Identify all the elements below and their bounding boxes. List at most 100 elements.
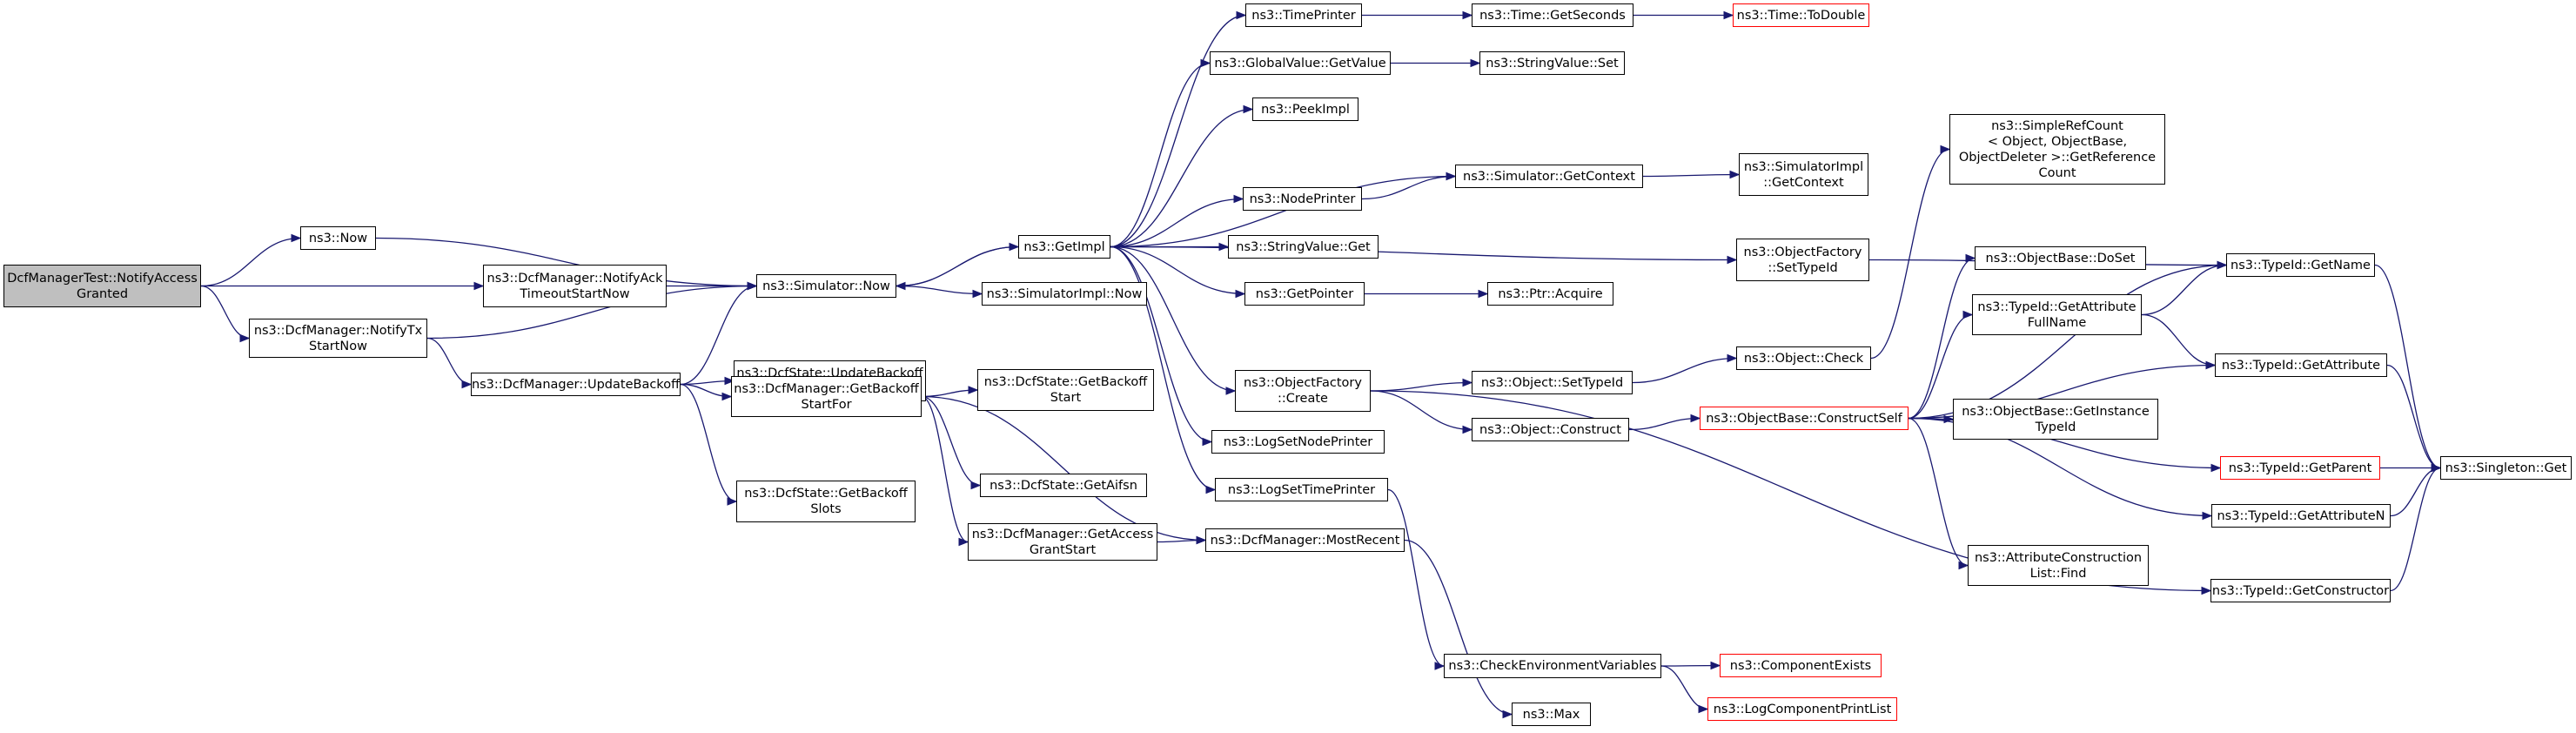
node-logsetnodeprinter[interactable]: ns3::LogSetNodePrinter bbox=[1211, 430, 1385, 454]
edge-typeidgetattributen-to-singletonget bbox=[2390, 467, 2441, 517]
node-getbackoffstart[interactable]: ns3::DcfState::GetBackoff Start bbox=[977, 369, 1154, 411]
node-objcheck[interactable]: ns3::Object::Check bbox=[1736, 346, 1871, 370]
node-stringvalueset[interactable]: ns3::StringValue::Set bbox=[1479, 51, 1625, 75]
arrowhead-simnow-to-simimplnow bbox=[972, 289, 983, 299]
arrowhead-getimpl-to-logsettimeprinter bbox=[1205, 485, 1217, 494]
edge-mostrecent-to-max bbox=[1404, 539, 1513, 716]
node-typeidgetattributen[interactable]: ns3::TypeId::GetAttributeN bbox=[2211, 504, 2391, 528]
node-objbasedoset[interactable]: ns3::ObjectBase::DoSet bbox=[1975, 246, 2146, 270]
arrowhead-getimpl-to-peekimpl bbox=[1243, 104, 1254, 114]
arrowhead-updatebackoff-to-getbackoffstartfor bbox=[721, 392, 733, 401]
node-mostrecent[interactable]: ns3::DcfManager::MostRecent bbox=[1205, 528, 1405, 552]
node-updatebackoff[interactable]: ns3::DcfManager::UpdateBackoff bbox=[471, 373, 681, 396]
node-getbackoffslots[interactable]: ns3::DcfState::GetBackoff Slots bbox=[736, 481, 916, 522]
node-getpointer[interactable]: ns3::GetPointer bbox=[1244, 282, 1365, 306]
edge-objsettypeid-to-objcheck bbox=[1632, 357, 1737, 384]
arrowhead-getimpl-to-logsetnodeprinter bbox=[1202, 437, 1213, 447]
arrowhead-getimpl-to-nodeprinter bbox=[1233, 194, 1244, 204]
arrowhead-constructself-to-objbasedoset bbox=[1965, 253, 1976, 263]
edge-typeidgetattribute-to-singletonget bbox=[2386, 364, 2441, 469]
edge-getbackoffstartfor-to-getaifsn bbox=[921, 395, 981, 487]
edge-getimpl-to-peekimpl bbox=[1110, 108, 1253, 248]
arrowhead-typeidgetconstructor-to-singletonget bbox=[2431, 463, 2442, 473]
node-objfactorysettypeid[interactable]: ns3::ObjectFactory ::SetTypeId bbox=[1736, 239, 1869, 281]
node-max[interactable]: ns3::Max bbox=[1512, 703, 1591, 726]
node-objconstruct[interactable]: ns3::Object::Construct bbox=[1472, 418, 1629, 441]
node-typeidgetconstructor[interactable]: ns3::TypeId::GetConstructor bbox=[2210, 579, 2391, 602]
node-componentexists[interactable]: ns3::ComponentExists bbox=[1720, 654, 1882, 677]
edge-getimpl-to-objfactorycreate bbox=[1110, 245, 1236, 392]
node-notifyack[interactable]: ns3::DcfManager::NotifyAck TimeoutStartN… bbox=[483, 265, 667, 307]
arrowhead-nodeprinter-to-simgetcontext bbox=[1446, 171, 1457, 181]
edge-constructself-to-objbasedoset bbox=[1908, 257, 1976, 420]
arrowhead-objfactorycreate-to-typeidgetconstructor bbox=[2201, 586, 2212, 595]
node-simimplnow[interactable]: ns3::SimulatorImpl::Now bbox=[982, 282, 1147, 306]
arrowhead-simgetcontext-to-simimplgetcontext bbox=[1729, 170, 1741, 179]
node-objsettypeid[interactable]: ns3::Object::SetTypeId bbox=[1472, 371, 1633, 394]
node-singletonget[interactable]: ns3::Singleton::Get bbox=[2440, 456, 2572, 480]
arrowhead-constructself-to-attrconstructfind bbox=[1958, 561, 1969, 570]
arrowhead-getimpl-to-objfactorysettypeid bbox=[1727, 255, 1738, 265]
node-objfactorycreate[interactable]: ns3::ObjectFactory ::Create bbox=[1235, 370, 1371, 412]
arrowhead-root-to-notifyack bbox=[473, 281, 485, 291]
edge-now-to-simnow bbox=[375, 237, 757, 287]
edge-updatebackoff-to-getbackoffslots bbox=[680, 383, 737, 502]
edge-root-to-notifytx bbox=[200, 285, 250, 340]
edge-nodeprinter-to-simgetcontext bbox=[1361, 175, 1456, 200]
node-timeprinter[interactable]: ns3::TimePrinter bbox=[1245, 3, 1362, 27]
node-root: DcfManagerTest::NotifyAccess Granted bbox=[3, 265, 201, 307]
arrowhead-getimpl-to-timeprinter bbox=[1236, 10, 1247, 20]
node-getinstancetypeid[interactable]: ns3::ObjectBase::GetInstance TypeId bbox=[1953, 399, 2158, 440]
node-timegetseconds[interactable]: ns3::Time::GetSeconds bbox=[1472, 3, 1633, 27]
node-nodeprinter[interactable]: ns3::NodePrinter bbox=[1243, 187, 1362, 211]
node-simgetcontext[interactable]: ns3::Simulator::GetContext bbox=[1455, 165, 1643, 188]
edge-simgetcontext-to-simimplgetcontext bbox=[1642, 173, 1740, 178]
arrowhead-logsettimeprinter-to-checkenv bbox=[1434, 662, 1446, 670]
node-now[interactable]: ns3::Now bbox=[300, 226, 376, 250]
node-globalvalue[interactable]: ns3::GlobalValue::GetValue bbox=[1210, 51, 1391, 75]
arrowhead-objcheck-to-simplerefcount bbox=[1940, 145, 1951, 154]
node-checkenv[interactable]: ns3::CheckEnvironmentVariables bbox=[1444, 654, 1661, 678]
edge-updatebackoff-to-simnow bbox=[680, 285, 757, 386]
node-timetodouble[interactable]: ns3::Time::ToDouble bbox=[1733, 3, 1869, 27]
arrowhead-timegetseconds-to-timetodouble bbox=[1723, 10, 1734, 20]
node-stringvalueget[interactable]: ns3::StringValue::Get bbox=[1228, 235, 1379, 259]
arrowhead-getattributefullname-to-typeidgetname bbox=[2217, 260, 2228, 270]
arrowhead-updatebackoff-to-getbackoffslots bbox=[727, 497, 738, 506]
node-attrconstructfind[interactable]: ns3::AttributeConstruction List::Find bbox=[1968, 545, 2149, 586]
edge-root-to-now bbox=[200, 237, 301, 287]
arrowhead-checkenv-to-componentexists bbox=[1710, 661, 1721, 670]
node-getattributefullname[interactable]: ns3::TypeId::GetAttribute FullName bbox=[1972, 294, 2142, 335]
node-simnow[interactable]: ns3::Simulator::Now bbox=[756, 274, 896, 298]
node-constructself[interactable]: ns3::ObjectBase::ConstructSelf bbox=[1700, 407, 1909, 430]
arrowhead-constructself-to-typeidgetparent bbox=[2210, 463, 2222, 473]
node-logsettimeprinter[interactable]: ns3::LogSetTimePrinter bbox=[1215, 478, 1388, 501]
arrowhead-objsettypeid-to-objcheck bbox=[1727, 353, 1738, 363]
node-logcomponentprintlist[interactable]: ns3::LogComponentPrintList bbox=[1707, 697, 1897, 721]
arrowhead-getimpl-to-objfactorycreate bbox=[1225, 387, 1237, 395]
arrowhead-getimpl-to-stringvalueget bbox=[1218, 242, 1230, 252]
arrowhead-constructself-to-typeidgetattributen bbox=[2202, 511, 2213, 521]
node-ptracquire[interactable]: ns3::Ptr::Acquire bbox=[1487, 282, 1613, 306]
edge-typeidgetname-to-singletonget bbox=[2374, 264, 2441, 469]
edge-objfactorycreate-to-objsettypeid bbox=[1370, 381, 1472, 392]
edge-constructself-to-typeidgetname bbox=[1908, 264, 2227, 420]
arrowhead-getbackoffstartfor-to-getaccessgrant bbox=[958, 537, 969, 547]
node-notifytx[interactable]: ns3::DcfManager::NotifyTx StartNow bbox=[249, 319, 427, 358]
node-peekimpl[interactable]: ns3::PeekImpl bbox=[1252, 98, 1358, 121]
arrowhead-root-to-now bbox=[291, 233, 302, 243]
node-getbackoffstartfor[interactable]: ns3::DcfManager::GetBackoff StartFor bbox=[731, 376, 922, 417]
edge-objcheck-to-simplerefcount bbox=[1870, 148, 1950, 360]
node-simimplgetcontext[interactable]: ns3::SimulatorImpl ::GetContext bbox=[1739, 153, 1868, 196]
node-typeidgetattribute[interactable]: ns3::TypeId::GetAttribute bbox=[2215, 353, 2387, 377]
node-typeidgetparent[interactable]: ns3::TypeId::GetParent bbox=[2220, 456, 2380, 480]
node-typeidgetname[interactable]: ns3::TypeId::GetName bbox=[2226, 253, 2375, 277]
arrowhead-getimpl-to-simnow bbox=[895, 281, 906, 291]
node-getimpl[interactable]: ns3::GetImpl bbox=[1018, 235, 1110, 259]
edge-getbackoffstartfor-to-getaccessgrant bbox=[921, 395, 969, 543]
edge-getbackoffstartfor-to-mostrecent bbox=[921, 395, 1206, 541]
node-getaccessgrant[interactable]: ns3::DcfManager::GetAccess GrantStart bbox=[968, 523, 1157, 561]
node-getaifsn[interactable]: ns3::DcfState::GetAifsn bbox=[980, 474, 1147, 497]
arrowhead-mostrecent-to-max bbox=[1502, 709, 1513, 719]
node-simplerefcount[interactable]: ns3::SimpleRefCount < Object, ObjectBase… bbox=[1949, 114, 2165, 185]
